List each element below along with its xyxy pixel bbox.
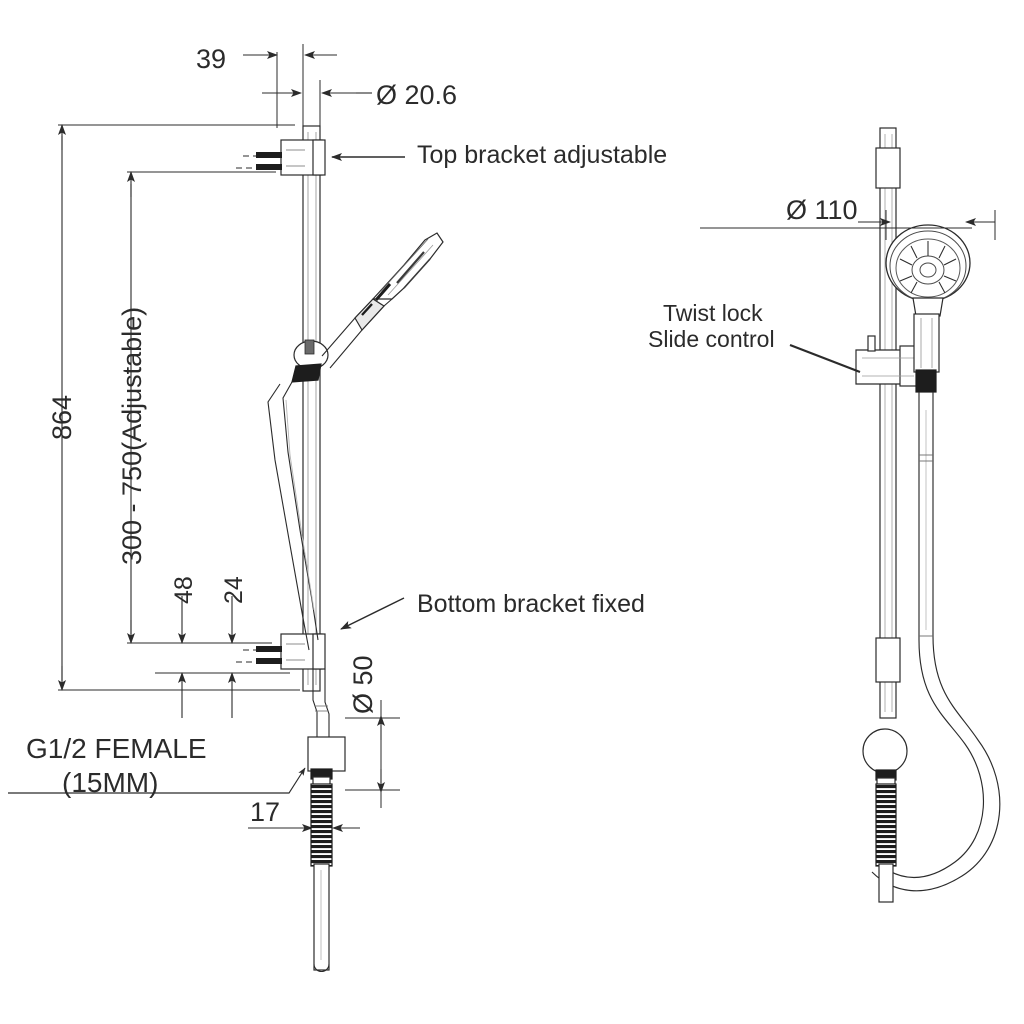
- callout-top-bracket: Top bracket adjustable: [417, 141, 668, 169]
- left-view-leaders: [8, 153, 405, 794]
- top-bracket: [256, 139, 326, 176]
- callout-bottom-bracket: Bottom bracket fixed: [417, 590, 645, 618]
- hand-shower-handset-lower: [862, 728, 908, 903]
- shower-hose: [267, 381, 319, 651]
- dim-overall-height: 864: [47, 394, 77, 440]
- bottom-bracket-leader: [340, 597, 405, 630]
- dim-rail-diameter: Ø 20.6: [376, 80, 458, 110]
- dim-elbow-projection: 17: [250, 797, 281, 827]
- shower-hose-side: [871, 392, 1001, 892]
- callout-twist-lock-line1: Twist lock: [663, 300, 763, 326]
- outlet-elbow: [307, 669, 346, 972]
- dim-elbow-diameter: Ø 50: [348, 655, 378, 714]
- twist-lock-slider: [855, 335, 923, 387]
- callout-inlet-line2: (15MM): [62, 767, 159, 798]
- dim-bracket-24: 24: [220, 576, 248, 604]
- dim-bracket-48: 48: [170, 576, 198, 604]
- right-view-dimensions: [700, 210, 996, 240]
- callout-twist-lock-line2: Slide control: [648, 326, 775, 352]
- hose-tail: [313, 863, 330, 971]
- left-view-geometry: [256, 125, 444, 972]
- callout-inlet-line1: G1/2 FEMALE: [26, 733, 207, 764]
- hand-shower-head-side: [885, 224, 971, 393]
- dim-adjustable-range: 300 - 750(Adjustable): [117, 306, 147, 565]
- inlet-leader: [8, 767, 306, 794]
- slider-holder: [291, 339, 329, 383]
- hand-shower-handset: [321, 232, 444, 369]
- left-view-dimensions: [58, 44, 400, 846]
- dim-offset-39: 39: [196, 44, 227, 74]
- dim-head-diameter: Ø 110: [786, 195, 858, 225]
- slide-rail: [302, 125, 321, 692]
- bottom-bracket-side: [875, 637, 901, 683]
- slide-rail-side: [879, 127, 897, 719]
- hose-cone: [310, 783, 333, 867]
- twist-lock-leader: [789, 343, 861, 374]
- right-view-geometry: [700, 127, 1001, 903]
- bottom-bracket: [256, 633, 326, 670]
- wall-connector: [307, 736, 346, 772]
- top-bracket-side: [875, 147, 901, 189]
